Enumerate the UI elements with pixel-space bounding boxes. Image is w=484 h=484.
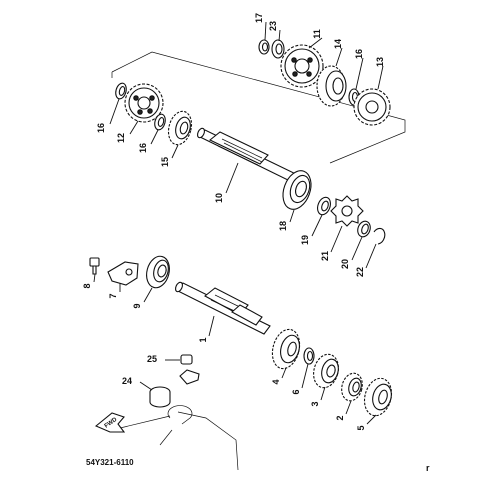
callout-label-c16a: 16 xyxy=(354,49,364,59)
callout-label-c13: 13 xyxy=(375,57,385,67)
callout-label-c5: 5 xyxy=(356,425,366,430)
callout-label-c1: 1 xyxy=(198,337,208,342)
leader-line-c4 xyxy=(281,367,287,379)
callout-label-c10: 10 xyxy=(214,193,224,203)
leader-line-c11 xyxy=(308,37,323,49)
circlip-part-17 xyxy=(258,39,270,55)
callout-label-c7: 7 xyxy=(108,293,118,298)
gear-part-4 xyxy=(271,328,301,370)
washer-part-16-left xyxy=(115,82,127,100)
callout-label-c2: 2 xyxy=(335,415,345,420)
leader-line-c22 xyxy=(365,243,377,269)
callout-label-c3: 3 xyxy=(310,401,320,406)
callout-label-c17: 17 xyxy=(254,13,264,23)
leader-line-c15 xyxy=(171,144,179,159)
gear-part-3 xyxy=(313,353,339,389)
leader-line-c13 xyxy=(377,65,384,90)
gear-part-5 xyxy=(363,377,393,417)
leader-line-c16a xyxy=(355,57,364,90)
washer-part-16-middle xyxy=(154,113,166,131)
gear-part-2 xyxy=(341,372,363,402)
leader-line-c14 xyxy=(335,47,343,67)
callout-label-c4: 4 xyxy=(271,379,281,384)
callout-label-c20: 20 xyxy=(340,259,350,269)
circlip-part-22 xyxy=(373,227,386,245)
crankcase-outline xyxy=(119,405,239,471)
leader-line-c16b xyxy=(109,98,120,125)
washer-part-23 xyxy=(271,39,285,59)
leader-line-c8 xyxy=(93,273,96,283)
gear-part-15 xyxy=(167,110,193,146)
corner-mark: r xyxy=(426,463,430,473)
bearing-part-18 xyxy=(282,170,312,210)
gear-part-14 xyxy=(316,65,347,107)
callout-label-c22: 22 xyxy=(355,267,365,277)
sprocket-part-21 xyxy=(330,195,364,227)
callout-label-c23: 23 xyxy=(268,21,278,31)
leader-line-c23 xyxy=(278,29,281,42)
callout-label-c21: 21 xyxy=(320,251,330,261)
callout-label-c14: 14 xyxy=(333,39,343,49)
bracket-part-7 xyxy=(107,261,139,286)
washer-part-6 xyxy=(303,347,315,365)
leader-line-c18 xyxy=(289,209,295,223)
callout-label-c15: 15 xyxy=(160,157,170,167)
callout-label-c25: 25 xyxy=(147,354,157,364)
forward-arrow-icon: FWD xyxy=(94,412,126,433)
cap-part-24 xyxy=(149,386,171,408)
bearing-part-9 xyxy=(146,255,170,289)
leader-line-c2 xyxy=(345,400,352,415)
collar-part-19 xyxy=(317,196,331,216)
subassembly-boundary xyxy=(111,51,406,164)
leader-line-c1 xyxy=(208,315,215,337)
leader-line-c21 xyxy=(330,225,343,253)
leader-line-c9 xyxy=(143,287,153,303)
washer-part-20 xyxy=(357,220,371,238)
callout-label-c18: 18 xyxy=(278,221,288,231)
gear-part-12 xyxy=(124,83,164,123)
leader-line-c17 xyxy=(264,21,267,41)
bolt-part-8 xyxy=(89,257,100,275)
drawing-code: 54Y321-6110 xyxy=(86,458,134,467)
callout-label-c9: 9 xyxy=(132,303,142,308)
leader-line-c3 xyxy=(320,386,326,401)
leader-line-c6 xyxy=(301,363,309,389)
pin-part-25 xyxy=(179,354,200,385)
leader-line-c24 xyxy=(139,381,153,391)
callout-label-c6: 6 xyxy=(291,389,301,394)
gear-part-11 xyxy=(280,44,324,88)
leader-line-c10 xyxy=(225,162,239,194)
callout-label-c16c: 16 xyxy=(138,143,148,153)
callout-label-c16b: 16 xyxy=(96,123,106,133)
leader-line-c12 xyxy=(129,120,139,135)
callout-label-c19: 19 xyxy=(300,235,310,245)
leader-line-c16c xyxy=(150,129,159,145)
leader-line-c20 xyxy=(351,236,363,261)
callout-label-c11: 11 xyxy=(312,29,322,39)
callout-layer: 1723111416131612161510181921202287912524… xyxy=(82,13,385,431)
drive-axle-part-1 xyxy=(175,281,271,335)
callout-label-c8: 8 xyxy=(82,283,92,288)
gear-part-13 xyxy=(353,88,391,126)
callout-label-c24: 24 xyxy=(122,376,132,386)
main-axle-part-10 xyxy=(197,127,301,184)
leader-line-c5 xyxy=(366,414,377,425)
callout-label-c12: 12 xyxy=(116,133,126,143)
leader-line-c19 xyxy=(311,214,323,237)
